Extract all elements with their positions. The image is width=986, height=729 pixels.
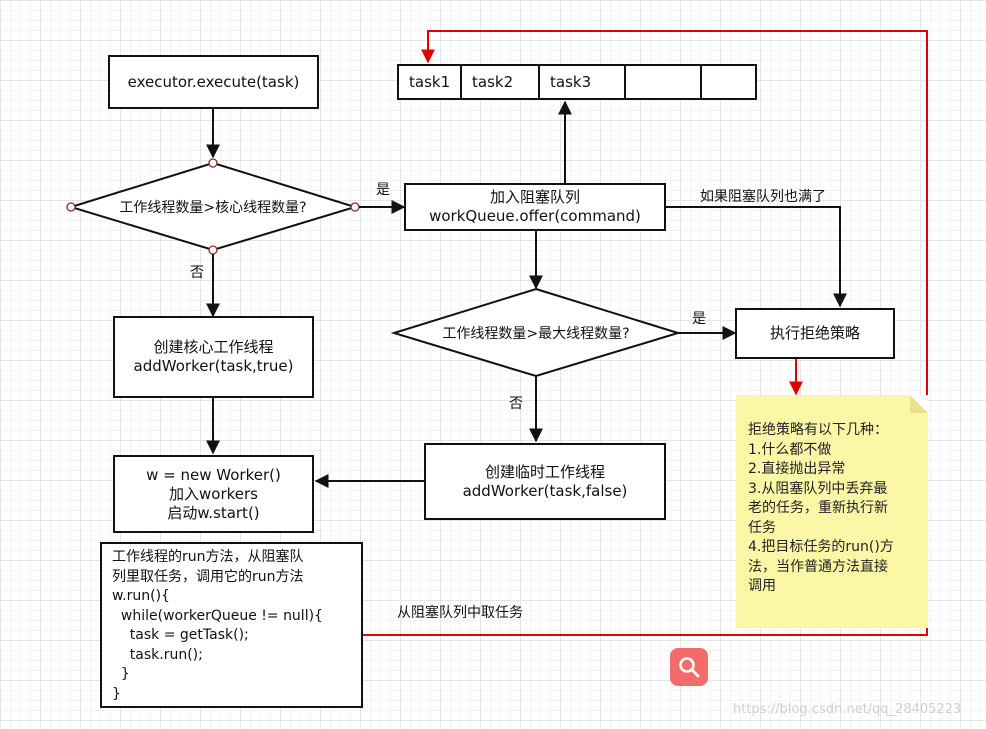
red-loop-take-task (363, 30, 928, 636)
create-core-label-code: addWorker(task,true) (133, 357, 294, 375)
connection-dot (208, 245, 218, 255)
worker-label-start: 启动w.start() (167, 503, 260, 522)
note-line: 4.把目标任务的run()方 (748, 539, 894, 555)
create-temp-label-cn: 创建临时工作线程 (484, 462, 605, 481)
reject-box: 执行拒绝策略 (735, 308, 895, 359)
create-temp-label-code: addWorker(task,false) (462, 481, 628, 500)
note-line: 3.从阻塞队列中丢弃最 (748, 480, 888, 497)
note-line: 2.直接抛出异常 (748, 461, 846, 477)
note-line: 任务 (748, 519, 776, 536)
watermark: https://blog.csdn.net/qq_28405223 (733, 702, 962, 717)
add-queue-label-code: workQueue.offer(command) (429, 207, 641, 225)
queue-cell: task3 (538, 64, 625, 100)
run-method-code-box: 工作线程的run方法，从阻塞队 列里取任务，调用它的run方法 w.run(){… (100, 542, 363, 708)
connection-dot (208, 158, 218, 168)
label-yes-max: 是 (692, 311, 706, 327)
code-line: while(workerQueue != null){ (112, 607, 323, 624)
note-line: 1.什么都不做 (748, 441, 832, 458)
label-no-max: 否 (509, 396, 523, 412)
code-line: 工作线程的run方法，从阻塞队 (112, 549, 304, 565)
note-line: 法，当作普通方法直接 (748, 558, 888, 575)
add-queue-label-cn: 加入阻塞队列 (489, 188, 580, 206)
arrow-full-to-reject (665, 206, 847, 308)
reject-label: 执行拒绝策略 (769, 324, 860, 342)
code-line: task = getTask(); (112, 627, 249, 643)
label-no-core: 否 (190, 265, 204, 281)
worker-label-new: w = new Worker() (146, 465, 281, 484)
note-line: 拒绝策略有以下几种： (748, 422, 888, 438)
queue-cell (624, 64, 701, 100)
worker-box: w = new Worker() 加入workers 启动w.start() (113, 455, 314, 533)
note-fold-corner (910, 395, 928, 413)
execute-box: executor.execute(task) (108, 55, 319, 109)
search-button[interactable] (670, 648, 708, 686)
code-line: } (112, 685, 121, 702)
code-line: task.run(); (112, 646, 203, 663)
decision-core-label: 工作线程数量>核心线程数量? (119, 200, 307, 216)
code-line: } (112, 666, 130, 682)
label-queue-full: 如果阻塞队列也满了 (700, 189, 826, 205)
decision-max-label: 工作线程数量>最大线程数量? (442, 326, 630, 342)
note-line: 老的任务，重新执行新 (748, 500, 888, 516)
code-line: 列里取任务，调用它的run方法 (112, 568, 304, 585)
execute-label: executor.execute(task) (127, 72, 300, 91)
reject-policy-note: 拒绝策略有以下几种： 1.什么都不做 2.直接抛出异常 3.从阻塞队列中丢弃最 … (736, 395, 928, 628)
create-core-label-cn: 创建核心工作线程 (153, 338, 274, 356)
worker-label-add: 加入workers (169, 484, 258, 503)
queue-cell: task1 (397, 64, 461, 100)
label-yes-core: 是 (376, 182, 390, 198)
queue-cell (700, 64, 757, 100)
search-icon (679, 657, 700, 678)
code-line: w.run(){ (112, 588, 170, 604)
create-core-box: 创建核心工作线程 addWorker(task,true) (113, 316, 314, 398)
create-temp-box: 创建临时工作线程 addWorker(task,false) (424, 443, 666, 520)
connection-dot (66, 202, 76, 212)
add-queue-box: 加入阻塞队列 workQueue.offer(command) (404, 183, 666, 231)
label-take-from-queue: 从阻塞队列中取任务 (397, 605, 523, 621)
note-line: 调用 (748, 578, 776, 594)
queue-cell: task2 (460, 64, 539, 100)
